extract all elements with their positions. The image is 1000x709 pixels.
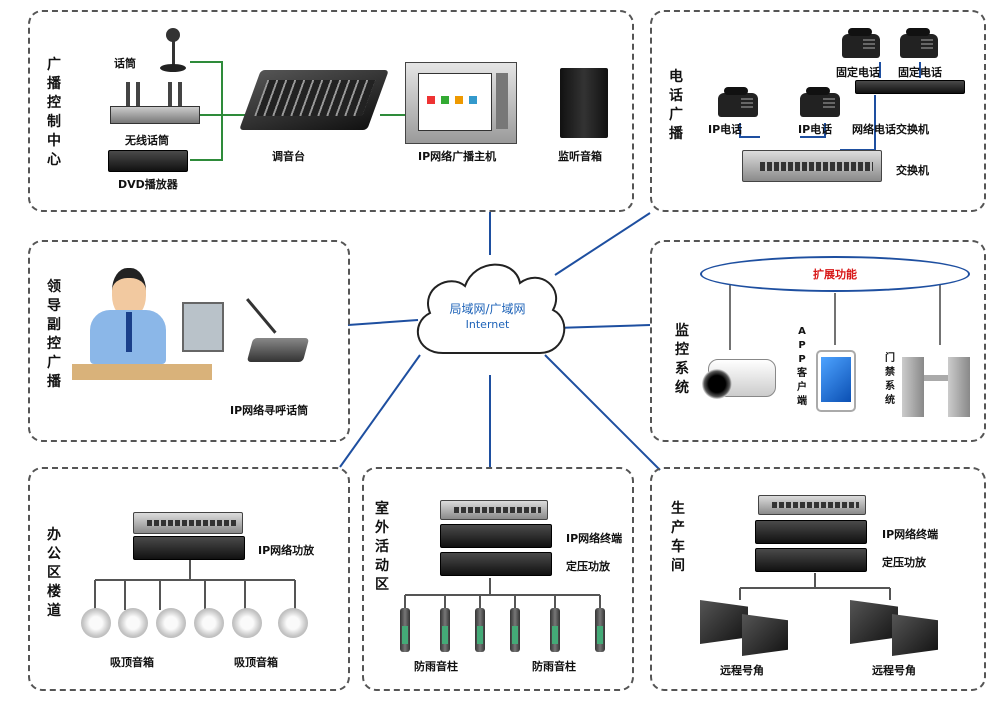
extension-label: 扩展功能	[813, 268, 857, 281]
panel-outdoor	[362, 467, 634, 691]
outdoor-terminal-device	[440, 524, 552, 548]
horn-speaker-device	[742, 614, 788, 656]
pbx-device	[855, 80, 965, 94]
ip-phone-2-device	[800, 87, 840, 117]
ceiling-speaker-device	[278, 608, 308, 638]
workshop-switch-device	[758, 495, 866, 515]
switch-label: 交换机	[896, 164, 929, 177]
monitor-speaker-label: 监听音箱	[558, 150, 602, 163]
column-speaker-device	[440, 608, 450, 652]
broadcast-host-device	[405, 62, 517, 144]
leader-control-title: 领导副控广播	[47, 279, 61, 390]
ip-phone-2-label: IP电话	[798, 123, 833, 136]
paging-mic-device	[240, 298, 310, 370]
microphone-device	[158, 28, 188, 73]
paging-mic-label: IP网络寻呼话筒	[230, 404, 309, 417]
office-switch-device	[133, 512, 243, 534]
outdoor-amplifier-label: 定压功放	[566, 560, 610, 573]
panel-monitoring	[650, 240, 986, 442]
ceiling-speaker-1-label: 吸顶音箱	[110, 656, 154, 669]
ceiling-speaker-2-label: 吸顶音箱	[234, 656, 278, 669]
fixed-phone-1-device	[842, 28, 880, 58]
monitor-speaker-device	[560, 68, 608, 138]
column-speaker-device	[550, 608, 560, 652]
network-cloud: 局域网/广域网 Internet	[405, 248, 570, 378]
outdoor-terminal-label: IP网络终端	[566, 532, 623, 545]
horn-2-label: 远程号角	[872, 664, 916, 677]
ip-phone-1-device	[718, 87, 758, 117]
mixer-device	[239, 70, 389, 130]
ceiling-speaker-device	[194, 608, 224, 638]
camera-device	[698, 355, 778, 405]
switch-device	[742, 150, 882, 182]
monitoring-title: 监控系统	[675, 323, 689, 396]
operator-figure	[72, 268, 224, 386]
horn-1-label: 远程号角	[720, 664, 764, 677]
column-speaker-device	[510, 608, 520, 652]
office-amplifier-device	[133, 536, 245, 560]
ceiling-speaker-device	[81, 608, 111, 638]
extension-ellipse	[700, 256, 970, 292]
ceiling-speaker-device	[156, 608, 186, 638]
column-speaker-1-label: 防雨音柱	[414, 660, 458, 673]
workshop-amplifier-device	[755, 548, 867, 572]
fixed-phone-2-device	[900, 28, 938, 58]
cloud-label: 局域网/广域网	[449, 302, 526, 316]
horn-speaker-device	[850, 600, 898, 644]
panel-leader-control	[28, 240, 350, 442]
ceiling-speaker-device	[232, 608, 262, 638]
workshop-terminal-device	[755, 520, 867, 544]
wireless-mic-device	[110, 82, 200, 130]
panel-phone-broadcast	[650, 10, 986, 212]
column-speaker-device	[595, 608, 605, 652]
phone-broadcast-title: 电话广播	[669, 69, 683, 142]
broadcast-host-label: IP网络广播主机	[418, 150, 497, 163]
broadcast-center-title: 广播控制中心	[47, 57, 61, 168]
pbx-label: 网络电话交换机	[852, 123, 929, 136]
microphone-label: 话筒	[114, 57, 136, 70]
panel-broadcast-center	[28, 10, 634, 212]
outdoor-switch-device	[440, 500, 548, 520]
panel-workshop	[650, 467, 986, 691]
ceiling-speaker-device	[118, 608, 148, 638]
fixed-phone-1-label: 固定电话	[836, 66, 880, 79]
outdoor-amplifier-device	[440, 552, 552, 576]
fixed-phone-2-label: 固定电话	[898, 66, 942, 79]
wireless-mic-label: 无线话筒	[125, 134, 169, 147]
cloud-icon	[416, 263, 566, 354]
turnstile-device	[902, 345, 972, 420]
app-client-label: APP客户端	[797, 326, 807, 407]
ip-phone-1-label: IP电话	[708, 123, 743, 136]
panel-office	[28, 467, 350, 691]
column-speaker-device	[400, 608, 410, 652]
workshop-amplifier-label: 定压功放	[882, 556, 926, 569]
horn-speaker-device	[700, 600, 748, 644]
workshop-title: 生产车间	[671, 501, 685, 574]
office-amplifier-label: IP网络功放	[258, 544, 315, 557]
dvd-player-device	[108, 150, 188, 172]
access-control-label: 门禁系统	[885, 353, 895, 406]
column-speaker-2-label: 防雨音柱	[532, 660, 576, 673]
tablet-device	[816, 350, 856, 412]
mixer-label: 调音台	[272, 150, 305, 163]
office-title: 办公区楼道	[47, 527, 61, 619]
horn-speaker-device	[892, 614, 938, 656]
outdoor-title: 室外活动区	[375, 501, 389, 593]
column-speaker-device	[475, 608, 485, 652]
dvd-player-label: DVD播放器	[118, 178, 178, 191]
workshop-terminal-label: IP网络终端	[882, 528, 939, 541]
cloud-sublabel: Internet	[465, 318, 510, 331]
